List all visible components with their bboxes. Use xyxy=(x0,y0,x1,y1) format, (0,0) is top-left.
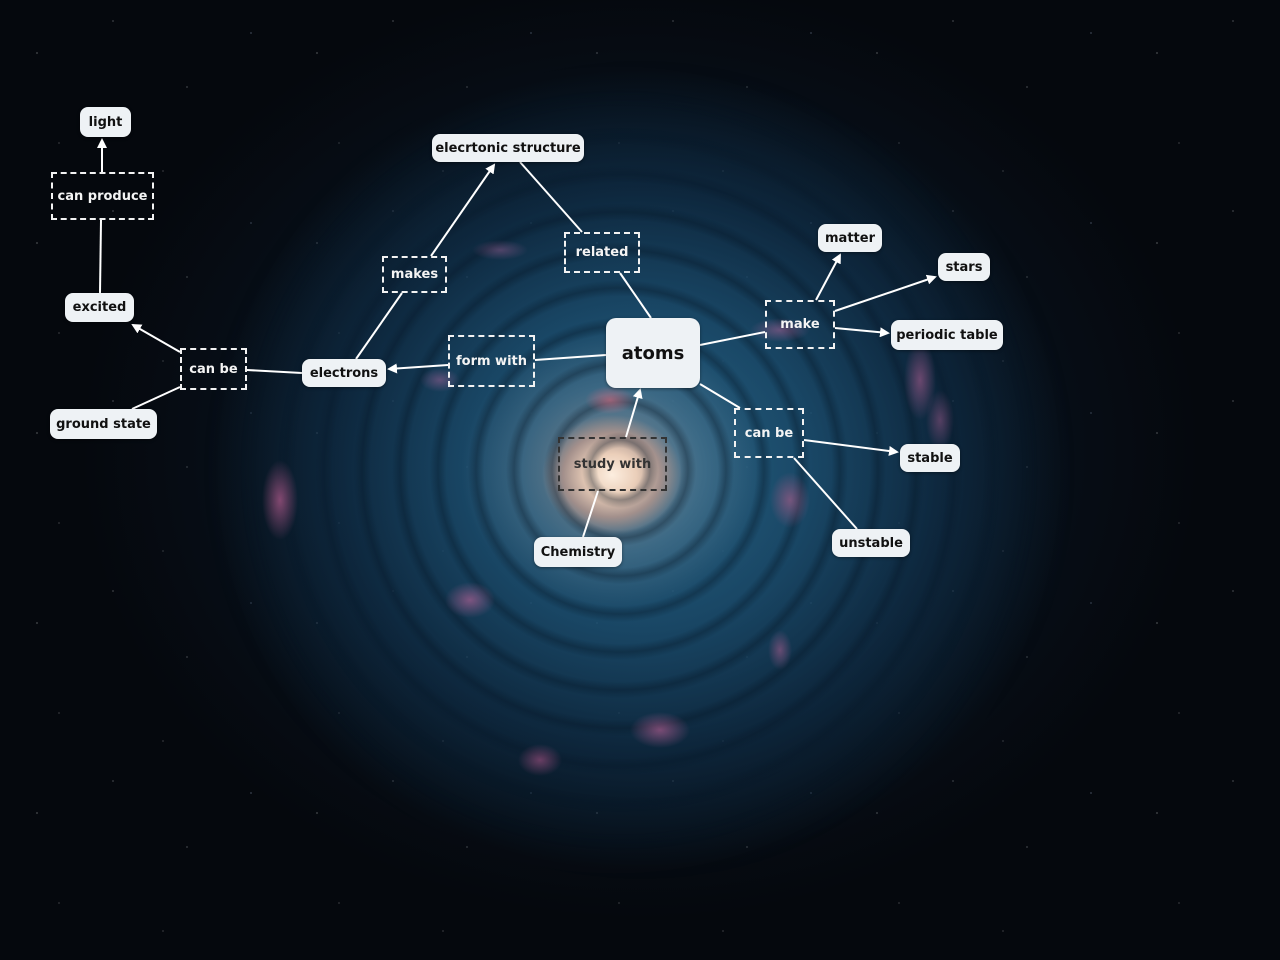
concept-node-ground-state[interactable]: ground state xyxy=(50,409,157,439)
concept-node-atoms-root[interactable]: atoms xyxy=(606,318,700,388)
node-label: unstable xyxy=(839,535,903,551)
node-label: periodic table xyxy=(896,327,998,343)
line-connector xyxy=(131,386,181,410)
link-phrase-makes[interactable]: makes xyxy=(382,256,447,293)
arrow-connector xyxy=(815,253,841,301)
node-label: can be xyxy=(189,361,238,377)
link-phrase-study-with[interactable]: study with xyxy=(558,437,667,491)
line-connector xyxy=(582,490,599,538)
line-connector xyxy=(519,161,583,233)
concept-node-stars[interactable]: stars xyxy=(938,253,990,281)
line-connector xyxy=(534,354,607,361)
line-connector xyxy=(699,331,766,346)
line-connector xyxy=(793,457,858,530)
node-label: elecrtonic structure xyxy=(435,140,581,156)
link-phrase-can-be-atoms[interactable]: can be xyxy=(734,408,804,458)
arrow-connector xyxy=(834,327,890,338)
node-label: stable xyxy=(907,450,953,466)
line-connector xyxy=(355,292,403,360)
node-label: can be xyxy=(744,425,794,441)
node-label: study with xyxy=(573,456,652,472)
link-phrase-can-be-electrons[interactable]: can be xyxy=(180,348,247,390)
arrow-connector xyxy=(131,324,181,353)
node-label: ground state xyxy=(56,416,151,432)
concept-node-stable[interactable]: stable xyxy=(900,444,960,472)
line-connector xyxy=(619,272,652,319)
node-label: form with xyxy=(455,353,527,369)
node-label: excited xyxy=(72,300,127,315)
concept-node-light[interactable]: light xyxy=(80,107,131,137)
node-label: stars xyxy=(945,259,983,275)
line-connector xyxy=(99,219,102,294)
concept-node-excited[interactable]: excited xyxy=(65,293,134,322)
node-label: can produce xyxy=(57,188,148,204)
node-label: matter xyxy=(825,230,875,246)
node-label: light xyxy=(88,114,123,130)
link-phrase-make[interactable]: make xyxy=(765,300,835,349)
arrow-connector xyxy=(834,274,937,312)
link-phrase-can-produce[interactable]: can produce xyxy=(51,172,154,220)
arrow-connector xyxy=(625,388,643,438)
concept-node-chemistry[interactable]: Chemistry xyxy=(534,537,622,567)
node-label: atoms xyxy=(621,342,685,364)
node-label: makes xyxy=(390,267,439,282)
concept-node-periodic-table[interactable]: periodic table xyxy=(891,320,1003,350)
arrow-connector xyxy=(430,163,496,257)
node-label: make xyxy=(780,317,820,332)
concept-node-electronic-structure[interactable]: elecrtonic structure xyxy=(432,134,584,162)
concept-node-matter[interactable]: matter xyxy=(818,224,882,252)
concept-node-unstable[interactable]: unstable xyxy=(832,529,910,557)
line-connector xyxy=(246,369,303,374)
arrow-connector xyxy=(803,439,899,456)
line-connector xyxy=(699,383,741,409)
concept-node-electrons[interactable]: electrons xyxy=(302,359,386,387)
node-label: electrons xyxy=(309,365,379,381)
link-phrase-form-with[interactable]: form with xyxy=(448,335,535,387)
node-label: related xyxy=(575,245,629,260)
link-phrase-related[interactable]: related xyxy=(564,232,640,273)
node-label: Chemistry xyxy=(540,544,616,560)
arrow-connector xyxy=(387,363,449,374)
